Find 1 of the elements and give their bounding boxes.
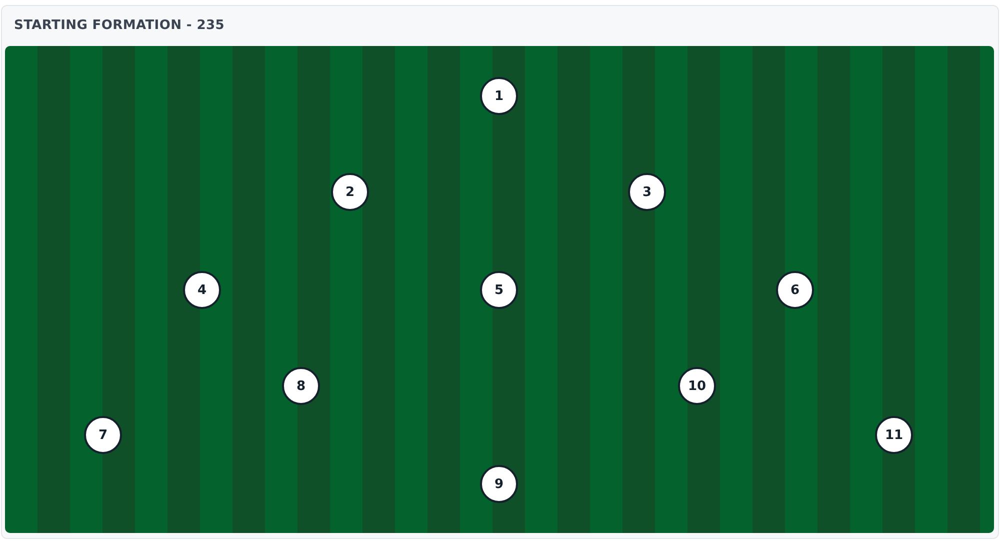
title: STARTING FORMATION - 235 — [14, 18, 224, 33]
